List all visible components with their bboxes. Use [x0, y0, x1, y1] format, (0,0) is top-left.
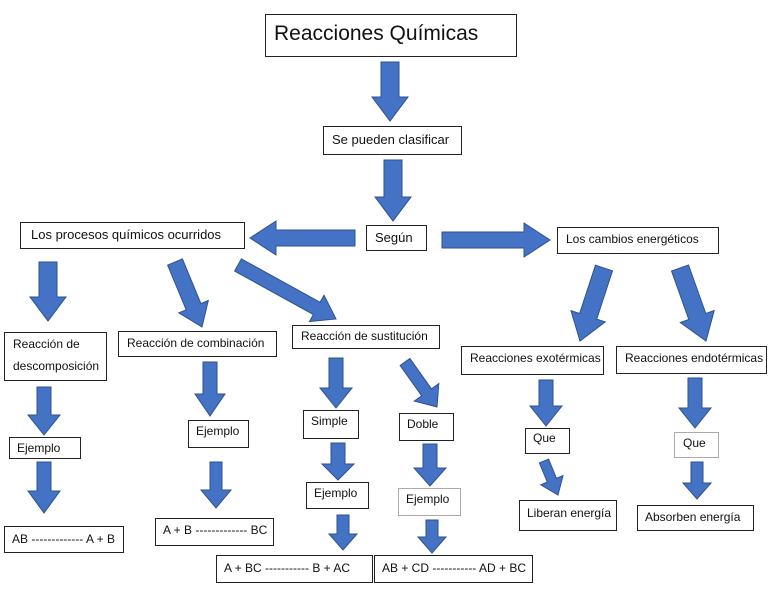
absorb-energy-box: Absorben energía [637, 505, 754, 531]
substitution-to-double-arrow-icon [399, 357, 440, 408]
simple-example-box: Ejemplo [306, 482, 369, 509]
segun-box: Según [366, 225, 427, 251]
exothermic-que-box: Que [525, 428, 570, 454]
substitution-to-simple-arrow-icon [318, 357, 354, 409]
processes-box: Los procesos químicos ocurridos [20, 222, 245, 249]
energy-changes-box: Los cambios energéticos [557, 227, 719, 254]
segun-to-processes-arrow-icon [249, 220, 356, 256]
example-to-decomposition-formula-arrow-icon [27, 461, 61, 514]
classify-box: Se pueden clasificar [323, 126, 462, 155]
decomposition-box: Reacción de descomposición [4, 332, 107, 381]
exothermic-box: Reacciones exotérmicas [461, 346, 604, 375]
simple-to-example-arrow-icon [320, 442, 356, 481]
endothermic-que-box: Que [674, 432, 719, 458]
simple-formula-box: A + BC ----------- B + AC [216, 555, 373, 583]
double-formula-box: AB + CD ----------- AD + BC [374, 555, 533, 583]
double-to-example-arrow-icon [412, 443, 448, 487]
double-example-box: Ejemplo [398, 488, 461, 516]
que-to-absorb-arrow-icon [681, 461, 713, 500]
combination-example-box: Ejemplo [188, 420, 249, 448]
substitution-box: Reacción de sustitución [292, 325, 440, 349]
segun-to-energy-arrow-icon [441, 222, 551, 258]
processes-to-combination-arrow-icon [166, 258, 210, 328]
combination-to-example-arrow-icon [194, 361, 226, 417]
energy-to-exothermic-arrow-icon [570, 264, 614, 342]
classify-to-segun-arrow-icon [374, 159, 412, 222]
decomposition-example-box: Ejemplo [9, 437, 81, 459]
double-box: Doble [399, 413, 454, 441]
energy-to-endothermic-arrow-icon [670, 264, 715, 342]
double-example-to-formula-arrow-icon [416, 519, 448, 554]
decomposition-formula-box: AB ------------- A + B [4, 526, 124, 553]
simple-example-to-formula-arrow-icon [327, 514, 359, 551]
endothermic-box: Reacciones endotérmicas [616, 346, 767, 374]
que-to-release-arrow-icon [538, 458, 564, 496]
title-box: Reacciones Químicas [265, 14, 517, 57]
processes-to-decomposition-arrow-icon [29, 261, 67, 322]
simple-box: Simple [303, 410, 359, 439]
combination-formula-box: A + B ------------- BC [155, 518, 274, 546]
processes-to-substitution-arrow-icon [233, 258, 337, 323]
release-energy-box: Liberan energía [519, 500, 617, 531]
exothermic-to-que-arrow-icon [528, 379, 564, 427]
combination-box: Reacción de combinación [118, 331, 277, 357]
endothermic-to-que-arrow-icon [677, 377, 713, 429]
example-to-combination-formula-arrow-icon [199, 461, 233, 509]
decomposition-to-example-arrow-icon [26, 386, 62, 436]
title-to-classify-arrow-icon [371, 61, 409, 122]
